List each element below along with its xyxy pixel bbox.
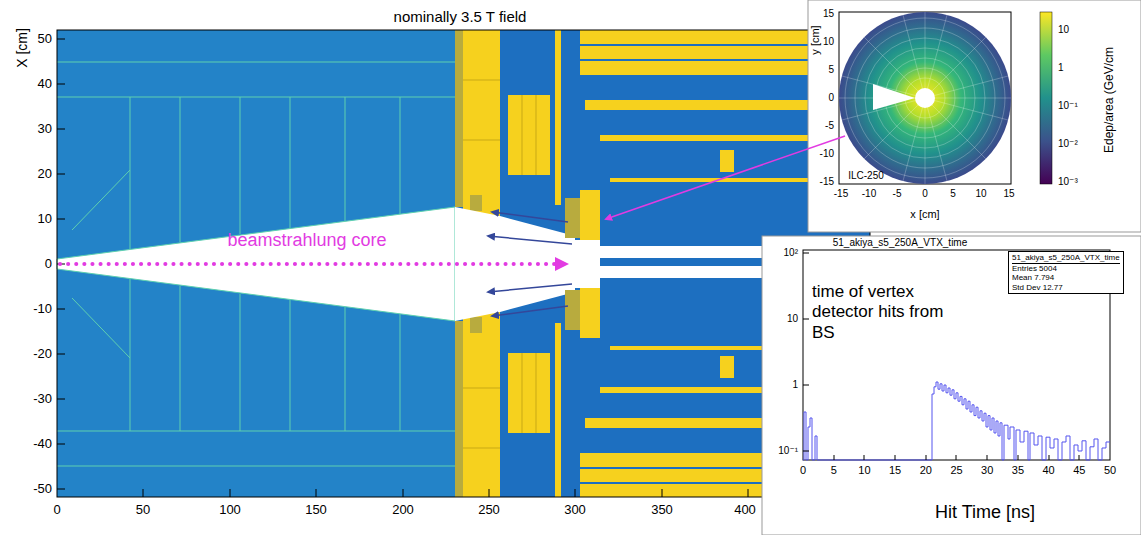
tick-label: 1 <box>792 379 798 391</box>
plot-tag: ILC-250 <box>848 170 884 182</box>
tick-label: 20 <box>920 464 932 477</box>
tick-label: 350 <box>651 503 673 518</box>
tick-label: 100 <box>219 503 241 518</box>
axis-title: Edep/area (GeV/cm <box>1103 47 1117 153</box>
tick-label: 250 <box>478 503 500 518</box>
tick-label: 10 <box>787 313 798 325</box>
tick-label: 50 <box>38 32 52 47</box>
tick-label: 0 <box>800 464 806 477</box>
tick-label: 15 <box>1003 188 1014 200</box>
tick-label: 0 <box>53 503 60 518</box>
histogram-title: 51_akiya_s5_250A_VTX_time <box>833 237 968 249</box>
tick-label: 5 <box>950 188 956 200</box>
colorbar-label: 1 <box>1058 62 1064 74</box>
tick-label: 50 <box>1104 464 1116 477</box>
tick-label: -50 <box>33 482 52 497</box>
tick-label: 35 <box>1012 464 1024 477</box>
colorbar-label: 10 <box>1058 24 1069 36</box>
tick-label: -20 <box>33 347 52 362</box>
axis-title: y [cm] <box>809 25 822 54</box>
tick-label: -5 <box>893 188 902 200</box>
tick-label: 30 <box>38 122 52 137</box>
tick-label: -5 <box>825 120 834 132</box>
colorbar-label: 10⁻² <box>1058 138 1078 150</box>
stats-title: 51_akiya_s5_250A_VTX_time <box>1012 253 1120 264</box>
axis-title: Hit Time [ns] <box>935 502 1035 523</box>
tick-label: 200 <box>392 503 414 518</box>
tick-label: 20 <box>38 167 52 182</box>
stats-entry: Entries 5004 <box>1012 264 1120 274</box>
tick-label: 10 <box>975 188 986 200</box>
plot-title: nominally 3.5 T field <box>394 8 527 25</box>
tick-label: 40 <box>1042 464 1054 477</box>
tick-label: 30 <box>981 464 993 477</box>
tick-label: -10 <box>820 148 834 160</box>
tick-label: 0 <box>922 188 928 200</box>
tick-label: 15 <box>823 8 834 20</box>
axis-title: x [cm] <box>910 208 939 221</box>
tick-label: 400 <box>734 503 756 518</box>
tick-label: 10² <box>784 247 798 259</box>
tick-label: -40 <box>33 437 52 452</box>
tick-label: 15 <box>889 464 901 477</box>
tick-label: 45 <box>1073 464 1085 477</box>
tick-label: 5 <box>828 64 834 76</box>
tick-label: -30 <box>33 392 52 407</box>
colorbar-label: 10⁻¹ <box>1058 100 1078 112</box>
tick-label: -10 <box>862 188 876 200</box>
stats-entry: Std Dev 12.77 <box>1012 283 1120 293</box>
tick-label: 0 <box>828 92 834 104</box>
annotation-label: beamstrahlung core <box>227 230 386 251</box>
stats-box: 51_akiya_s5_250A_VTX_timeEntries 5004Mea… <box>1008 251 1124 294</box>
axis-title: X [cm] <box>14 28 30 68</box>
annotation-label: time of vertex detector hits from BS <box>812 282 962 343</box>
tick-label: 150 <box>305 503 327 518</box>
tick-label: -10 <box>33 302 52 317</box>
tick-label: -15 <box>834 188 848 200</box>
tick-label: 300 <box>564 503 586 518</box>
tick-label: -15 <box>820 176 834 188</box>
tick-label: 50 <box>136 503 150 518</box>
colorbar-label: 10⁻³ <box>1058 176 1078 188</box>
tick-label: 10 <box>38 212 52 227</box>
tick-label: 40 <box>38 77 52 92</box>
tick-label: 25 <box>950 464 962 477</box>
tick-label: 5 <box>831 464 837 477</box>
tick-label: 10 <box>823 36 834 48</box>
tick-label: 0 <box>45 257 52 272</box>
tick-label: 10⁻¹ <box>778 445 798 457</box>
tick-label: 10 <box>858 464 870 477</box>
stats-entry: Mean 7.794 <box>1012 273 1120 283</box>
